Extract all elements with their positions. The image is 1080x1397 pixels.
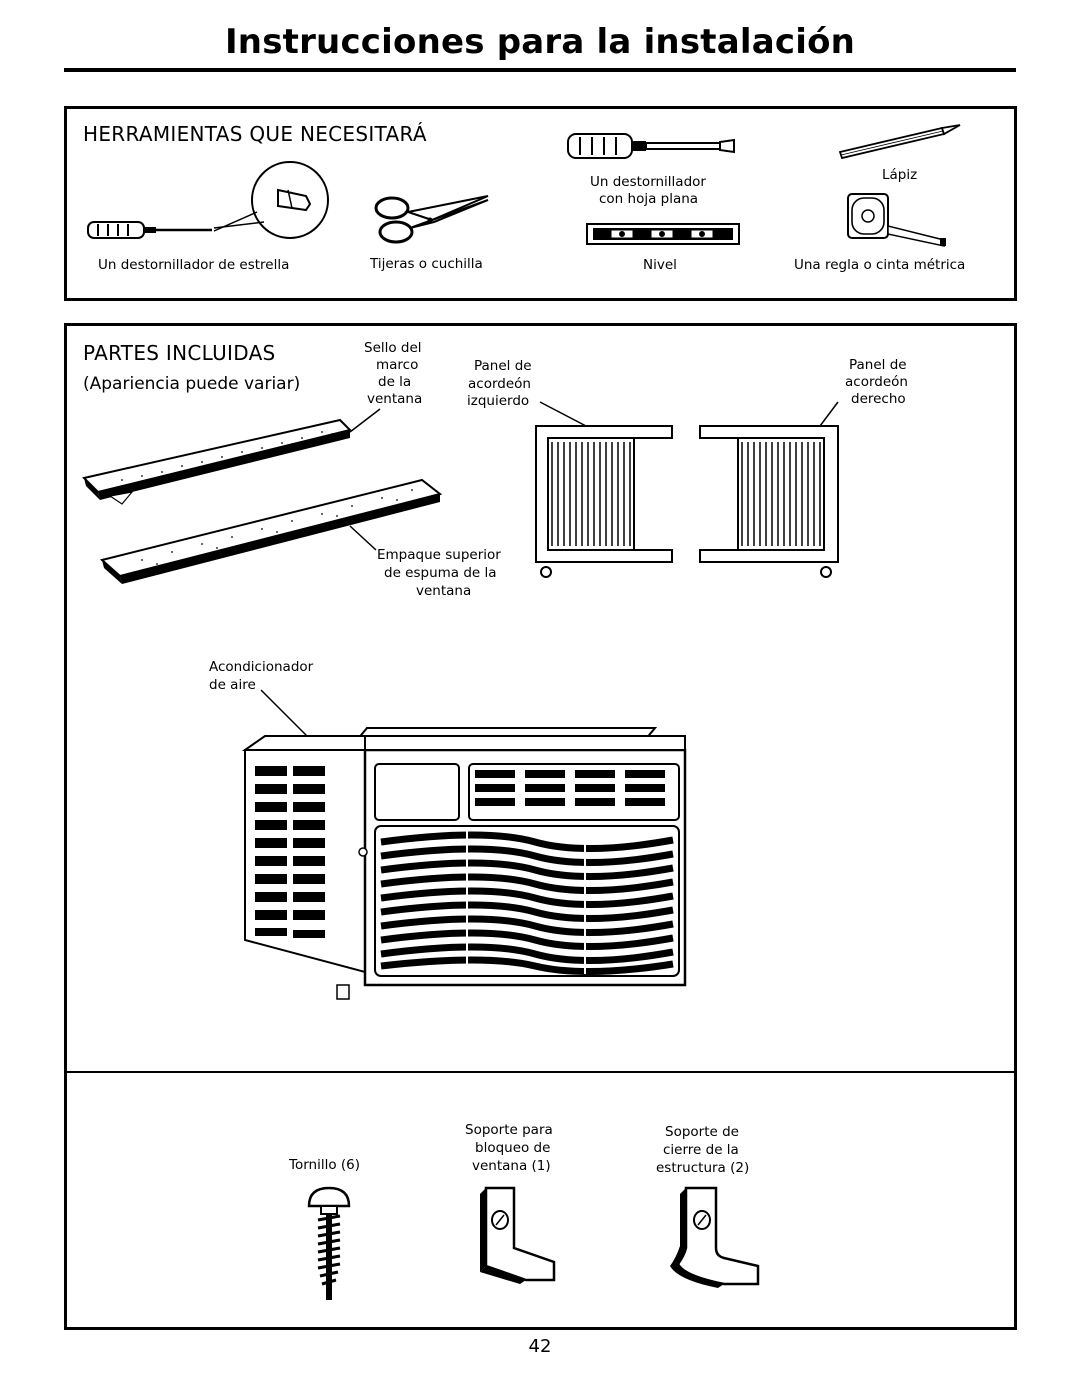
phillips-screwdriver-icon: [87, 161, 329, 239]
foam-strips-illustration: [82, 408, 443, 584]
parts-note: (Apariencia puede variar): [83, 374, 301, 394]
air-conditioner-illustration: [241, 689, 687, 1000]
level-label: Nivel: [643, 257, 677, 273]
foam-gasket-label-2: de espuma de la: [384, 565, 497, 581]
page-title: Instrucciones para la instalación: [224, 22, 856, 62]
window-seal-label-1: Sello del: [364, 340, 422, 356]
tools-section: [64, 106, 1017, 301]
foam-gasket-label-1: Empaque superior: [377, 547, 501, 563]
right-panel-label-2: acordeón: [845, 374, 908, 390]
frame-bracket-label-3: estructura (2): [656, 1160, 750, 1176]
pencil-label: Lápiz: [882, 167, 918, 183]
tape-measure-label: Una regla o cinta métrica: [794, 257, 966, 273]
window-seal-label-2: marco: [376, 357, 419, 373]
frame-bracket-icon: [670, 1186, 760, 1288]
window-lock-bracket-label-2: bloqueo de: [475, 1140, 551, 1156]
tape-measure-icon: [847, 193, 946, 247]
accordion-panels-illustration: [535, 401, 839, 578]
foam-gasket-label-3: ventana: [416, 583, 472, 599]
left-panel-label-3: izquierdo: [467, 393, 530, 409]
flathead-screwdriver-icon: [567, 133, 735, 159]
screw-label: Tornillo (6): [289, 1157, 361, 1173]
air-conditioner-label-2: de aire: [209, 677, 256, 693]
parts-note-text: Apariencia puede variar: [89, 374, 294, 394]
left-panel-label-1: Panel de: [474, 358, 532, 374]
left-panel-label-2: acordeón: [468, 376, 531, 392]
air-conditioner-label-1: Acondicionador: [209, 659, 314, 675]
pencil-icon: [838, 124, 961, 160]
phillips-screwdriver-label: Un destornillador de estrella: [98, 257, 290, 273]
parts-section: [64, 323, 1017, 1330]
scissors-label: Tijeras o cuchilla: [370, 256, 483, 272]
parts-divider: [67, 1071, 1014, 1073]
window-lock-bracket-label-3: ventana (1): [472, 1158, 551, 1174]
parts-heading: PARTES INCLUIDAS: [83, 341, 276, 365]
frame-bracket-label-1: Soporte de: [665, 1124, 739, 1140]
tools-heading: HERRAMIENTAS QUE NECESITARÁ: [83, 122, 427, 146]
window-lock-bracket-label-1: Soporte para: [465, 1122, 553, 1138]
window-seal-label-3: de la: [378, 374, 412, 390]
flathead-screwdriver-label-2: con hoja plana: [599, 191, 699, 207]
right-panel-label-3: derecho: [851, 391, 906, 407]
level-icon: [586, 223, 740, 245]
frame-bracket-label-2: cierre de la: [663, 1142, 739, 1158]
window-seal-label-4: ventana: [367, 391, 423, 407]
right-panel-label-1: Panel de: [849, 357, 907, 373]
window-lock-bracket-icon: [480, 1186, 556, 1284]
screw-icon: [307, 1186, 351, 1300]
scissors-icon: [374, 195, 489, 244]
page-number: 42: [528, 1336, 552, 1357]
title-divider: [64, 68, 1016, 72]
flathead-screwdriver-label-1: Un destornillador: [590, 174, 706, 190]
